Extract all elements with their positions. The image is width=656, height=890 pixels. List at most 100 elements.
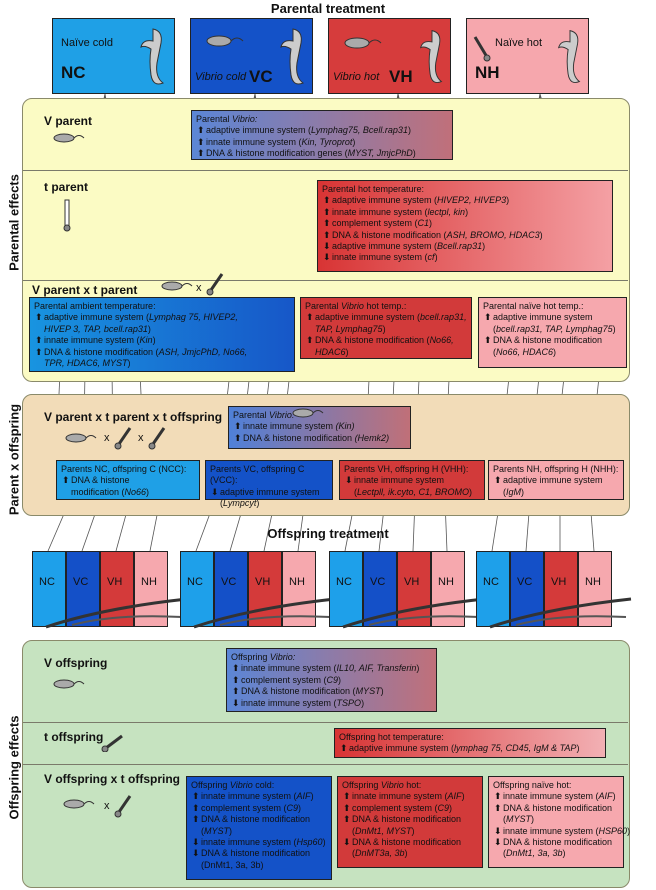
row-label-v-parent: V parent: [44, 114, 93, 128]
gene-list-item: ⬇innate immune system (HSP60): [494, 825, 631, 836]
gene-list-item: ⬆complement system (C1): [323, 218, 433, 229]
row-label-v-offspring-x-t-offspring: V offspring x t offspring: [44, 772, 180, 786]
seahorse-icon: [489, 597, 632, 629]
parent-treatment-nh: Naïve hot NH: [466, 18, 589, 94]
offspring-tile-nc: NC: [32, 551, 66, 627]
gene-list-item: ⬆DNA & histone modification (ASH, BROMO,…: [323, 229, 543, 240]
arrow-down-icon: ⬇: [323, 252, 331, 263]
gene-list-item: ⬆innate immune system (AIF): [343, 791, 465, 802]
offspring-tile-nh: NH: [578, 551, 612, 627]
gene-list-item: ⬆innate immune system (AIF): [192, 791, 314, 802]
arrow-up-icon: ⬆: [192, 791, 200, 802]
gene-list-item: ⬆DNA & histone modification (No66,: [306, 335, 454, 346]
gene-list-item: TAP, Lymphag75): [315, 323, 386, 334]
gene-list-item: ⬇innate immune system: [345, 475, 445, 486]
row-label-v-parent-x-t-parent: V parent x t parent: [32, 283, 138, 297]
offspring-tile-nc: NC: [180, 551, 214, 627]
gene-list-item: ⬆complement system (C9): [343, 802, 453, 813]
separator: [23, 764, 628, 765]
seahorse-icon: [557, 30, 581, 84]
box-offspring-hot: Offspring hot temperature: ⬆adaptive imm…: [334, 728, 606, 758]
arrow-up-icon: ⬆: [340, 743, 348, 754]
gene-list-item: modification (No66): [71, 486, 150, 497]
offspring-tile-vh: VH: [397, 551, 431, 627]
thermometer-icon: [114, 795, 132, 818]
box-parental-vibrio-hot: Parental Vibrio hot temp.: ⬆adaptive imm…: [300, 297, 472, 359]
gene-list-item: (DnMt1, 3a, 3b): [201, 859, 264, 870]
arrow-up-icon: ⬆: [484, 312, 492, 323]
thermometer-icon: [148, 427, 166, 450]
offspring-tile-nh: NH: [431, 551, 465, 627]
seahorse-icon: [140, 28, 165, 85]
side-label-offspring-effects: Offspring effects: [6, 715, 22, 820]
vibrio-bacterium-icon: [161, 281, 193, 291]
separator: [23, 280, 628, 281]
arrow-up-icon: ⬆: [197, 148, 205, 159]
vibrio-cold-label: Vibrio cold: [195, 71, 247, 83]
gene-list-item: ⬆adaptive immune system (bcell.rap31,: [306, 312, 467, 323]
gene-list-item: ⬇DNA & histone modification: [343, 837, 462, 848]
cross-symbol: x: [196, 282, 202, 294]
arrow-down-icon: ⬇: [192, 848, 200, 859]
gene-list-item: (MYST): [201, 825, 233, 836]
arrow-down-icon: ⬇: [494, 837, 502, 848]
gene-list-item: ⬆DNA & histone modification: [192, 814, 311, 825]
arrow-up-icon: ⬆: [323, 195, 331, 206]
gene-list-item: ⬆adaptive immune system (lymphag 75, CD4…: [340, 743, 580, 754]
gene-list-item: ⬆adaptive immune system (Lymphag75, Bcel…: [197, 125, 411, 136]
arrow-up-icon: ⬆: [343, 814, 351, 825]
box-nhh: Parents NH, offspring H (NHH): ⬆adaptive…: [488, 460, 624, 500]
arrow-down-icon: ⬇: [232, 697, 240, 708]
arrow-up-icon: ⬆: [343, 791, 351, 802]
thermometer-icon: [63, 199, 71, 232]
arrow-up-icon: ⬆: [234, 432, 242, 443]
thermometer-icon: [206, 273, 224, 296]
gene-list-item: ⬆complement system (C9): [192, 802, 302, 813]
vibrio-bacterium-icon: [292, 408, 324, 418]
offspring-treatment-title: Offspring treatment: [267, 526, 389, 541]
gene-list-item: ⬇adaptive immune system (Bcell.rap31): [323, 241, 486, 252]
gene-list-item: (No66, HDAC6): [493, 346, 557, 357]
separator: [23, 722, 628, 723]
seahorse-icon: [419, 30, 443, 84]
arrow-up-icon: ⬆: [192, 814, 200, 825]
box-vhh: Parents VH, offspring H (VHH): ⬇innate i…: [339, 460, 485, 500]
arrow-down-icon: ⬇: [494, 825, 502, 836]
offspring-tile-nc: NC: [329, 551, 363, 627]
offspring-tile-vc: VC: [214, 551, 248, 627]
vibrio-bacterium-icon: [63, 799, 95, 809]
gene-list-item: HDAC6): [315, 346, 349, 357]
box-offspring-vibrio-cold: Offspring Vibrio cold: ⬆innate immune sy…: [186, 776, 332, 880]
gene-list-item: ⬇innate immune system (TSPO): [232, 697, 365, 708]
gene-list-item: ⬆DNA & histone modification genes (MYST,…: [197, 148, 416, 159]
gene-list-item: ⬆DNA & histone modification (ASH, JmjcPh…: [35, 346, 248, 357]
box-offspring-vibrio: Offspring Vibrio: ⬆innate immune system …: [226, 648, 437, 712]
gene-list-item: ⬆DNA & histone: [62, 475, 130, 486]
gene-list-item: ⬇innate immune system (Hsp60): [192, 837, 326, 848]
thermometer-icon: [101, 734, 123, 752]
thermometer-icon: [114, 427, 132, 450]
gene-list-item: ⬆DNA & histone modification: [343, 814, 462, 825]
gene-list-item: HIVEP 3, TAP, bcell.rap31): [44, 323, 151, 334]
gene-list-item: ⬆DNA & histone modification: [494, 802, 613, 813]
offspring-tile-nh: NH: [282, 551, 316, 627]
vibrio-hot-label: Vibrio hot: [333, 71, 380, 83]
arrow-down-icon: ⬇: [345, 475, 353, 486]
vibrio-bacterium-icon: [65, 433, 97, 443]
arrow-up-icon: ⬆: [232, 686, 240, 697]
row-label-t-offspring: t offspring: [44, 730, 104, 744]
cross-symbol: x: [104, 800, 110, 812]
arrow-up-icon: ⬆: [62, 475, 70, 486]
parental-treatment-title: Parental treatment: [270, 1, 386, 16]
gene-list-item: (DnMT3a, 3b): [352, 848, 408, 859]
offspring-tile-vh: VH: [100, 551, 134, 627]
seahorse-icon: [45, 597, 188, 629]
vibrio-bacterium-icon: [206, 35, 244, 47]
box-offspring-vibrio-hot: Offspring Vibrio hot: ⬆innate immune sys…: [337, 776, 483, 868]
arrow-up-icon: ⬆: [35, 312, 43, 323]
gene-list-item: (DnMt1, MYST): [352, 825, 415, 836]
gene-list-item: (MYST): [503, 814, 535, 825]
arrow-up-icon: ⬆: [494, 475, 502, 486]
arrow-up-icon: ⬆: [494, 791, 502, 802]
gene-list-item: ⬆innate immune system (Kin): [234, 421, 355, 432]
